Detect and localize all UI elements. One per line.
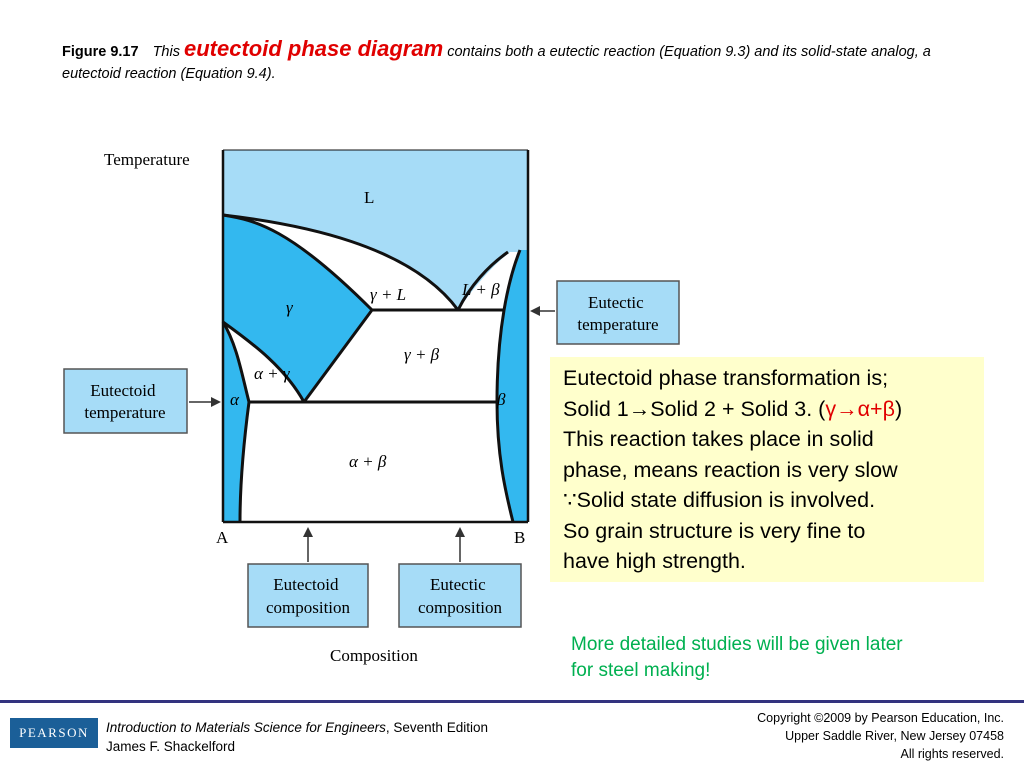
note-line-2-post: ) [894,396,903,421]
copyright-line-1: Copyright ©2009 by Pearson Education, In… [757,711,1004,725]
beta-region [497,250,528,522]
arrowhead-eutectoid-composition [303,527,313,537]
callout-eutectic-temperature-line2: temperature [577,315,658,334]
gamma-solidus [222,213,374,312]
gamma-solvus [302,309,374,403]
beta-solvus [495,249,522,523]
note-line-2-pre: Solid 1→Solid 2 + Solid 3. ( [563,396,826,421]
alpha-gamma-boundary [222,320,306,403]
figure-label: Figure 9.17 [62,44,139,60]
note-line-7: have high strength. [563,549,746,573]
callout-eutectoid-temperature [63,368,188,434]
footer-divider [0,700,1024,703]
arrowhead-eutectoid-temperature [211,397,221,407]
region-label-alpha-gamma: α + γ [254,364,291,383]
region-label-alpha-beta: α + β [349,452,387,471]
copyright-line-3: All rights reserved. [900,747,1004,761]
end-label-b: B [514,528,525,547]
region-label-beta: β [496,390,506,409]
explanation-note: Eutectoid phase transformation is; Solid… [550,357,984,582]
callout-eutectoid-composition-line1: Eutectoid [273,575,339,594]
callout-eutectoid-temperature-line1: Eutectoid [90,381,156,400]
alpha-solvus [221,321,251,523]
end-label-a: A [216,528,229,547]
region-label-gamma-l: γ + L [370,285,406,304]
callout-eutectoid-composition-text: Eutectoid composition [266,575,351,617]
callout-eutectic-composition-line1: Eutectic [430,575,486,594]
note-line-4: phase, means reaction is very slow [563,457,898,482]
callout-eutectic-temperature-text: Eutectic temperature [577,293,658,334]
green-remark: More detailed studies will be given late… [571,632,991,684]
arrowhead-eutectic-temperature [530,306,540,316]
green-remark-line-2: for steel making! [571,660,711,681]
note-line-6: So grain structure is very fine to [563,518,866,543]
callout-eutectic-temperature-line1: Eutectic [588,293,644,312]
region-label-gamma-beta: γ + β [404,345,440,364]
book-author: James F. Shackelford [106,739,236,754]
region-label-l-beta: L + β [461,280,500,299]
note-line-2: Solid 1→Solid 2 + Solid 3. (γ→α+β) [563,394,976,425]
note-reaction: γ→α+β [825,396,895,421]
callout-eutectoid-composition [247,563,369,628]
caption-lead: This [152,44,184,60]
callout-eutectoid-composition-line2: composition [266,598,351,617]
callout-eutectic-composition-text: Eutectic composition [418,575,503,617]
arrowhead-eutectic-composition [455,527,465,537]
copyright-line-2: Upper Saddle River, New Jersey 07458 [785,729,1004,743]
liquidus-left [222,213,460,311]
copyright-notice: Copyright ©2009 by Pearson Education, In… [757,709,1004,763]
region-label-alpha: α [230,390,240,409]
caption-rest: contains both a eutectic reaction (Equat… [62,44,931,82]
region-label-liquid: L [364,188,374,207]
pearson-logo: PEARSON [10,718,98,748]
liquidus-right [456,250,509,311]
alpha-region [223,322,249,522]
note-line-3: This reaction takes place in solid [563,427,874,451]
callout-eutectic-composition-line2: composition [418,598,503,617]
callout-eutectoid-temperature-text: Eutectoid temperature [84,381,165,422]
book-title-line: Introduction to Materials Science for En… [106,718,488,737]
gamma-region [223,215,372,402]
book-credit: Introduction to Materials Science for En… [106,718,488,756]
note-line-1: Eutectoid phase transformation is; [563,366,889,390]
green-remark-line-1: More detailed studies will be given late… [571,634,903,655]
callout-eutectic-temperature [556,280,680,345]
callout-eutectic-composition [398,563,522,628]
region-label-gamma: γ [286,298,294,317]
caption-term: eutectoid phase diagram [183,36,444,61]
callout-eutectoid-temperature-line2: temperature [84,403,165,422]
axis-y-label: Temperature [104,150,190,169]
note-line-5: ∵Solid state diffusion is involved. [563,488,876,512]
eutectoid-phase-diagram: Temperature Composition A B L γ γ + L L … [63,149,680,665]
book-edition: , Seventh Edition [385,720,488,735]
book-title: Introduction to Materials Science for En… [106,720,386,735]
axis-x-label: Composition [330,646,418,665]
